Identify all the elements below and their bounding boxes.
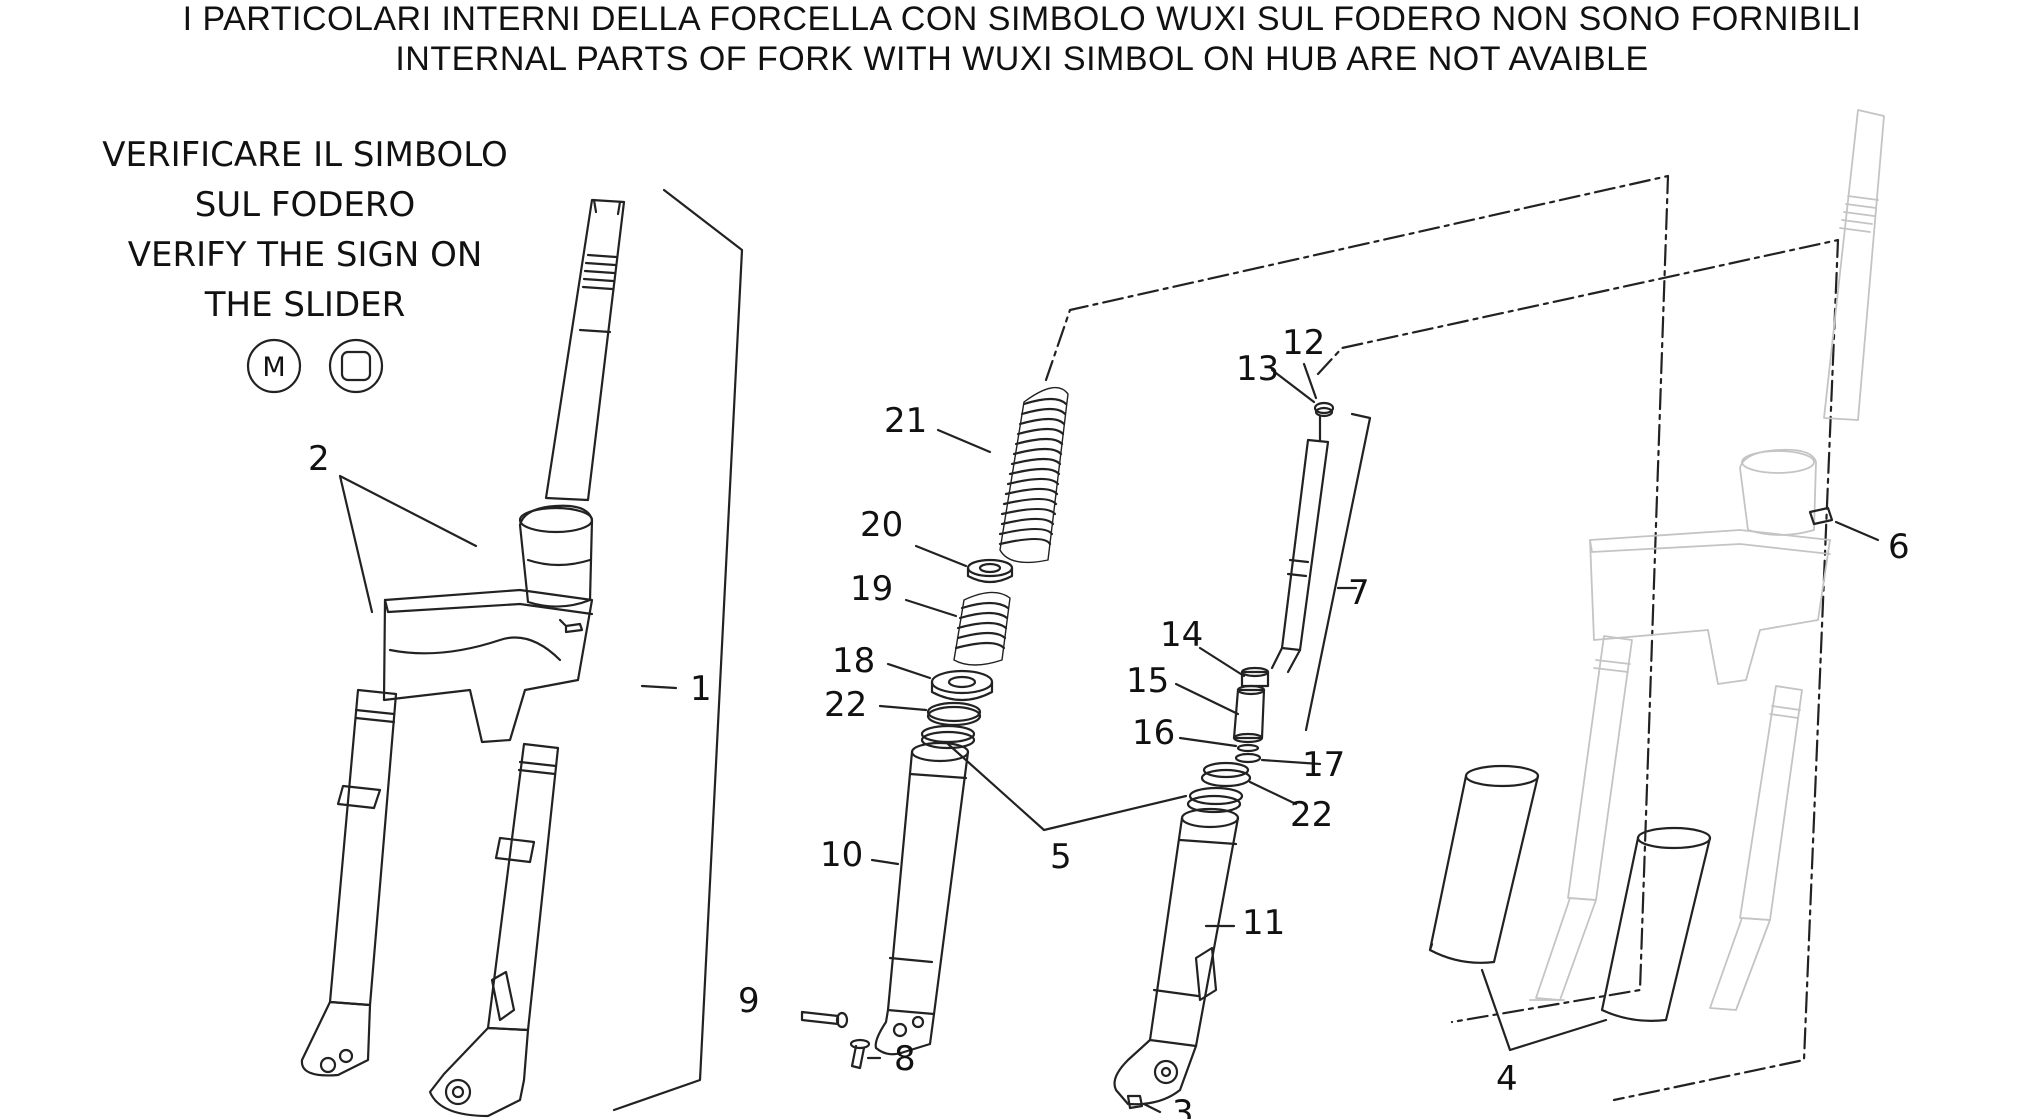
leader-part-6	[1834, 520, 1880, 542]
fork-assembly-ghost	[1529, 109, 1885, 1011]
callout-21: 21	[884, 401, 927, 441]
clip-6	[1808, 506, 1834, 526]
leader-part-7	[1304, 412, 1372, 732]
callout-1: 1	[690, 669, 712, 709]
callout-4: 4	[1496, 1059, 1518, 1099]
leader-part-1	[612, 188, 744, 1112]
callout-3: 3	[1172, 1093, 1194, 1119]
ring-22-left	[926, 701, 982, 727]
header-italian: I PARTICOLARI INTERNI DELLA FORCELLA CON…	[182, 0, 1862, 38]
slider-10	[874, 741, 970, 1056]
callout-15: 15	[1126, 661, 1169, 701]
bolt-8	[849, 1038, 871, 1070]
screw-9	[800, 1010, 849, 1029]
callout-11: 11	[1242, 903, 1285, 943]
callout-18: 18	[832, 641, 875, 681]
callout-22-right: 22	[1290, 795, 1333, 835]
callout-6: 6	[1888, 527, 1910, 567]
damper-rod-7	[1270, 406, 1334, 674]
washer-17	[1234, 752, 1262, 764]
leader-part-19	[904, 598, 958, 618]
leader-part-21	[936, 428, 992, 454]
note-line-1: VERIFICARE IL SIMBOLO	[102, 135, 508, 175]
leader-part-12	[1302, 362, 1318, 400]
callout-2: 2	[308, 439, 330, 479]
leader-part-18	[886, 662, 932, 680]
leader-part-4	[1480, 968, 1608, 1052]
callout-13: 13	[1236, 349, 1279, 389]
leader-part-20	[914, 544, 968, 568]
leader-part-14	[1198, 646, 1246, 678]
nut-3	[1126, 1094, 1144, 1110]
leader-part-22-right	[1248, 780, 1298, 806]
leader-part-13	[1270, 368, 1316, 404]
spring-21	[998, 386, 1069, 564]
washer-20	[966, 558, 1014, 584]
callout-19: 19	[850, 569, 893, 609]
callout-14: 14	[1160, 615, 1203, 655]
callout-16: 16	[1132, 713, 1175, 753]
buffer-14	[1240, 666, 1270, 688]
cover-4-left	[1428, 764, 1540, 964]
symbol-m-circle-icon: M	[246, 338, 302, 394]
leader-part-15	[1174, 682, 1240, 716]
leader-part-17	[1260, 758, 1322, 766]
slider-11	[1113, 807, 1240, 1106]
callout-12: 12	[1282, 323, 1325, 363]
callout-20: 20	[860, 505, 903, 545]
callout-10: 10	[820, 835, 863, 875]
ring-16	[1236, 743, 1260, 753]
callout-17: 17	[1302, 745, 1345, 785]
sleeve-15	[1232, 684, 1266, 744]
leader-part-16	[1178, 736, 1238, 748]
verify-sign-note: VERIFICARE IL SIMBOLO SUL FODERO VERIFY …	[60, 130, 550, 330]
callout-9: 9	[738, 981, 760, 1021]
ring-22-right	[1200, 761, 1252, 788]
leader-part-2	[338, 474, 478, 614]
fork-assembly-left	[300, 198, 626, 1118]
callout-7: 7	[1348, 573, 1370, 613]
washer-18	[930, 669, 994, 702]
callout-22-left: 22	[824, 685, 867, 725]
leader-part-22-left	[878, 704, 928, 712]
symbol-square-circle-icon	[328, 338, 384, 394]
seal-5-right	[1186, 786, 1244, 814]
dashed-guide-right-leg	[1316, 238, 1840, 1102]
leader-part-5	[946, 742, 1188, 832]
header-english: INTERNAL PARTS OF FORK WITH WUXI SIMBOL …	[395, 40, 1649, 78]
seal-5-left	[920, 724, 976, 750]
symbol-m-label: M	[262, 352, 285, 383]
callout-8: 8	[894, 1039, 916, 1079]
cover-4-right	[1600, 826, 1712, 1022]
leader-part-3	[1142, 1102, 1162, 1114]
dashed-guide-left-leg	[1044, 174, 1670, 1024]
callout-5: 5	[1050, 837, 1072, 877]
note-line-2: SUL FODERO	[194, 185, 416, 225]
spring-19	[953, 591, 1011, 666]
clip-12-13	[1313, 401, 1335, 415]
leader-part-10	[870, 858, 900, 866]
note-line-4: THE SLIDER	[204, 285, 406, 325]
note-line-3: VERIFY THE SIGN ON	[127, 235, 483, 275]
